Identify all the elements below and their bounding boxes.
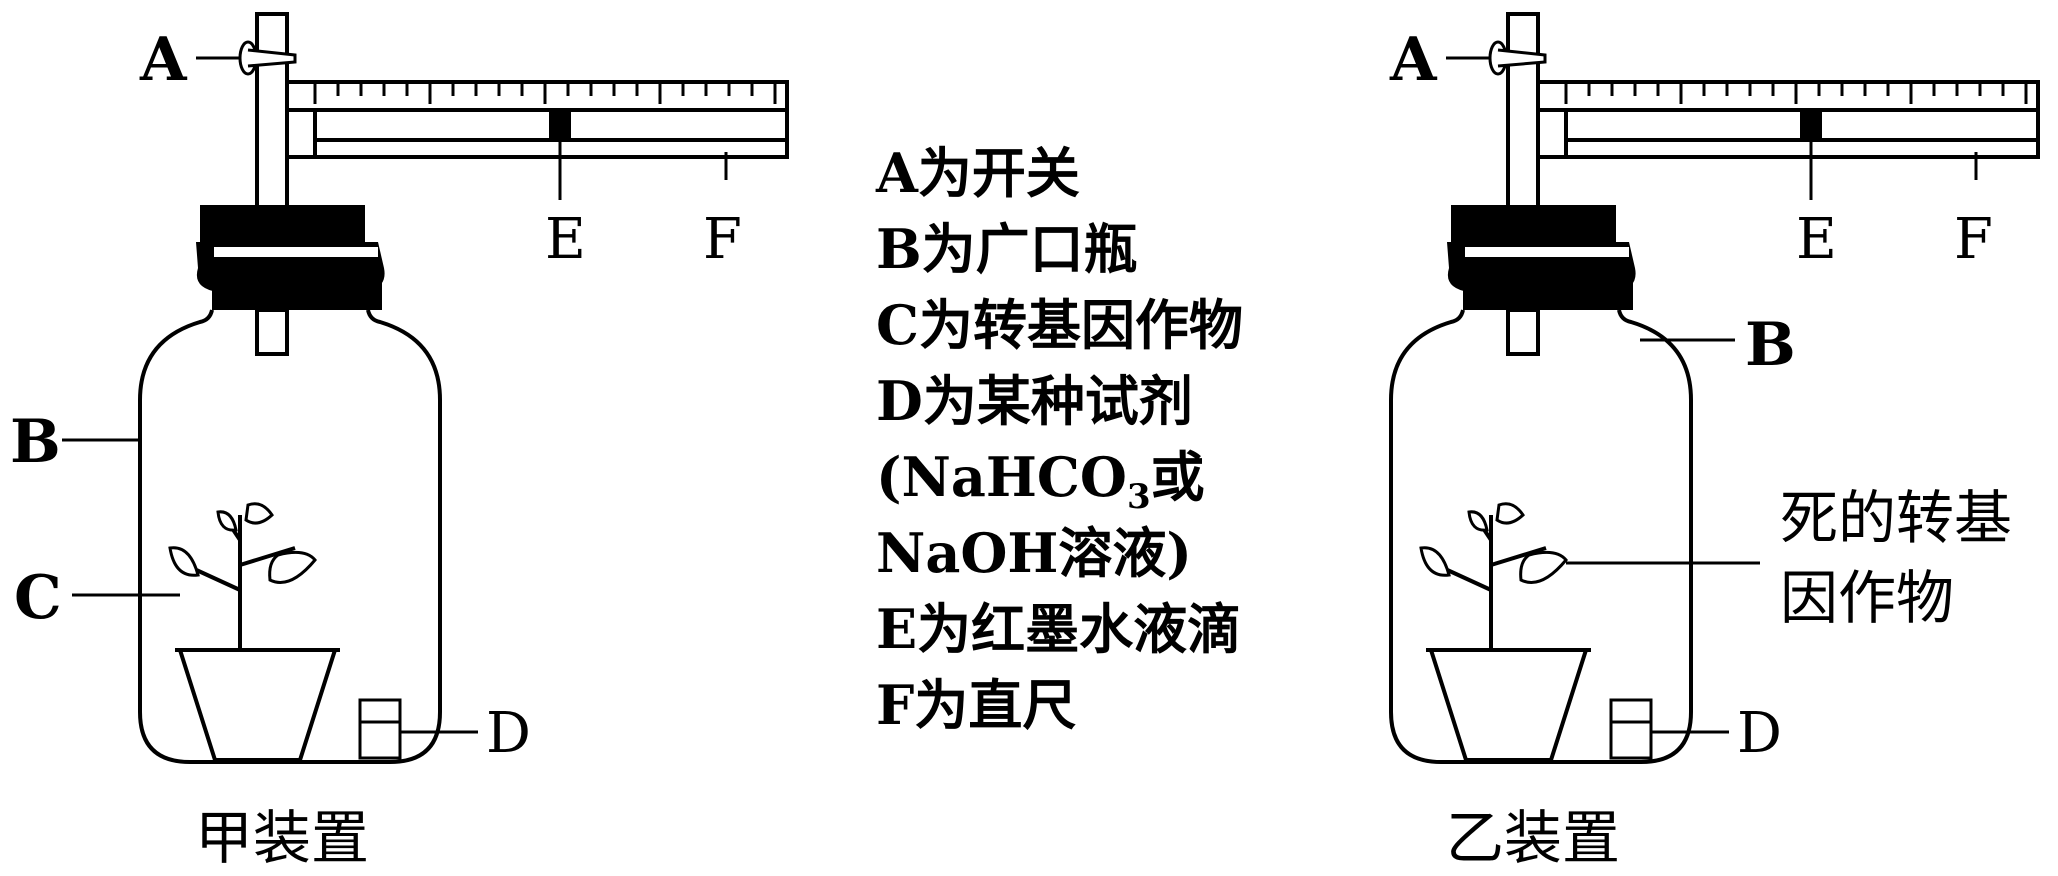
right-ruler [1536,80,2040,159]
left-apparatus: A E F B [10,12,789,872]
legend-line-1: A为开关 [875,141,1080,205]
left-label-c: C [14,563,62,633]
left-stopper [196,205,385,310]
left-plant-icon [168,502,340,762]
left-label-a: A [139,25,188,95]
right-caption: 乙装置 [1446,804,1620,872]
left-label-f: F [703,207,742,272]
left-label-e: E [545,207,586,272]
left-ruler [285,80,789,159]
left-reagent-beaker-icon [358,698,402,760]
right-label-b: B [1745,310,1796,380]
right-tube-inside [1506,308,1540,356]
legend-line-7: E为红墨水液滴 [876,597,1241,661]
legend: A为开关 B为广口瓶 C为转基因作物 D为某种试剂 (NaHCO3或 NaOH溶… [875,141,1243,737]
left-label-b: B [10,407,61,477]
left-red-ink-drop [549,110,571,140]
right-red-ink-drop [1800,110,1822,140]
legend-line-6: NaOH溶液) [876,521,1192,585]
legend-line-5-main: (NaHCO [876,445,1127,509]
right-dead-plant-icon [1419,502,1591,762]
legend-line-3: C为转基因作物 [876,293,1243,357]
right-label-e: E [1796,207,1837,272]
legend-line-4: D为某种试剂 [876,369,1193,433]
right-label-f: F [1954,207,1993,272]
right-label-d: D [1737,701,1782,766]
legend-line-5-sub: 3 [1127,477,1151,517]
right-apparatus: A E F B [1389,12,2040,872]
legend-line-2: B为广口瓶 [876,217,1138,281]
right-label-a: A [1389,25,1438,95]
legend-line-5: (NaHCO3或 [876,445,1205,517]
left-tube-inside [255,308,289,356]
right-plant-note-line-2: 因作物 [1780,564,1954,632]
left-caption: 甲装置 [195,804,369,872]
right-reagent-beaker-icon [1609,698,1653,760]
legend-line-8: F为直尺 [876,673,1076,737]
right-stopper [1447,205,1636,310]
left-label-d: D [486,701,531,766]
legend-line-5-tail: 或 [1151,445,1205,509]
right-plant-note-line-1: 死的转基 [1780,484,2012,552]
right-switch-valve-icon [1488,40,1547,76]
